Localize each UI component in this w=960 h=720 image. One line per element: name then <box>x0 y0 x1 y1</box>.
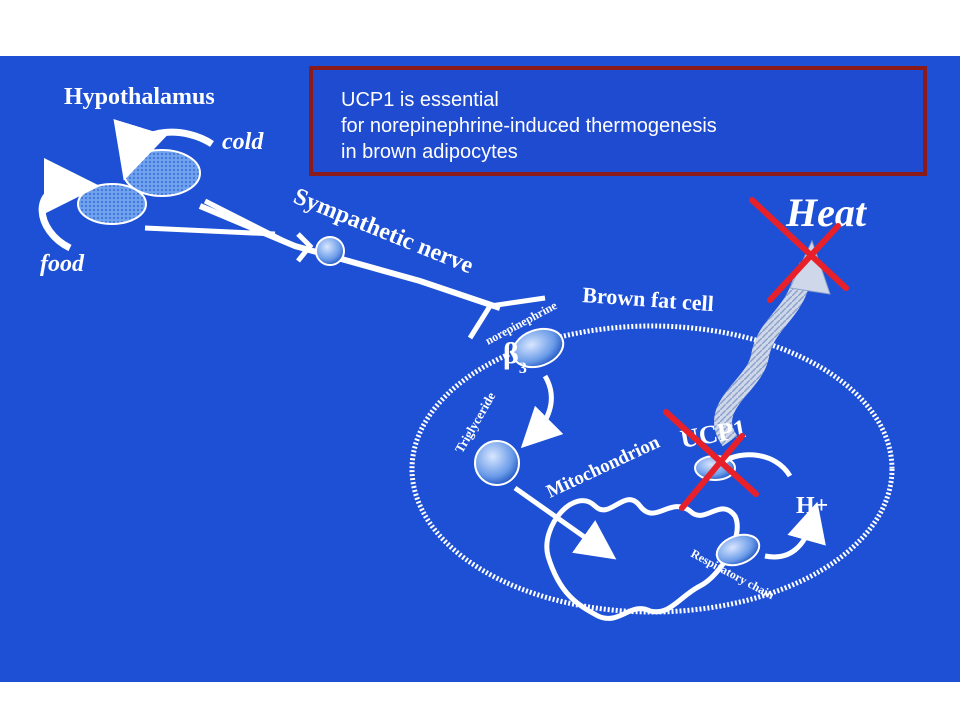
food-label: food <box>40 251 85 277</box>
proton-pump-arrow <box>764 501 826 560</box>
proton-label: H+ <box>796 493 828 519</box>
respiratory-chain-protein <box>715 533 761 567</box>
triglyceride-droplet <box>474 440 520 486</box>
callout-line-2: for norepinephrine-induced thermogenesis <box>341 115 717 137</box>
brown-fat-cell-label: Brown fat cell <box>582 282 715 316</box>
thermogenesis-diagram: Hypothalamus cold food Sympathetic nerve… <box>38 84 895 621</box>
callout-line-1: UCP1 is essential <box>341 89 499 111</box>
beta3-receptor <box>511 327 565 369</box>
heat-label: Heat <box>785 190 868 235</box>
signal-arrow <box>520 374 564 449</box>
synapse-fork-left <box>296 232 314 263</box>
heat-arrow <box>714 262 817 447</box>
food-arrow <box>38 158 100 252</box>
mitochondrion-label: Mitochondrion <box>543 432 663 503</box>
sympathetic-nerve-fiber <box>198 203 501 311</box>
mitochondrion-inner-membrane <box>544 497 740 621</box>
nerve-branch-lower <box>144 225 276 237</box>
cold-label: cold <box>222 129 264 155</box>
hypothalamus-label: Hypothalamus <box>64 84 215 110</box>
heat-cross-icon <box>749 197 849 303</box>
nerve-ganglion <box>315 236 345 266</box>
sympathetic-nerve-label: Sympathetic nerve <box>290 183 477 279</box>
ucp1-cross-icon <box>663 409 759 511</box>
callout-line-3: in brown adipocytes <box>341 141 518 163</box>
beta-receptor-label: β3 <box>503 337 527 377</box>
proton-return-arrow <box>723 452 793 478</box>
hypothalamus-nucleus-lower <box>77 183 147 225</box>
cold-arrow <box>113 118 214 181</box>
nerve-terminal-fork <box>467 295 546 340</box>
callout-box: UCP1 is essential for norepinephrine-ind… <box>309 66 927 176</box>
nerve-branch-upper <box>203 198 292 247</box>
